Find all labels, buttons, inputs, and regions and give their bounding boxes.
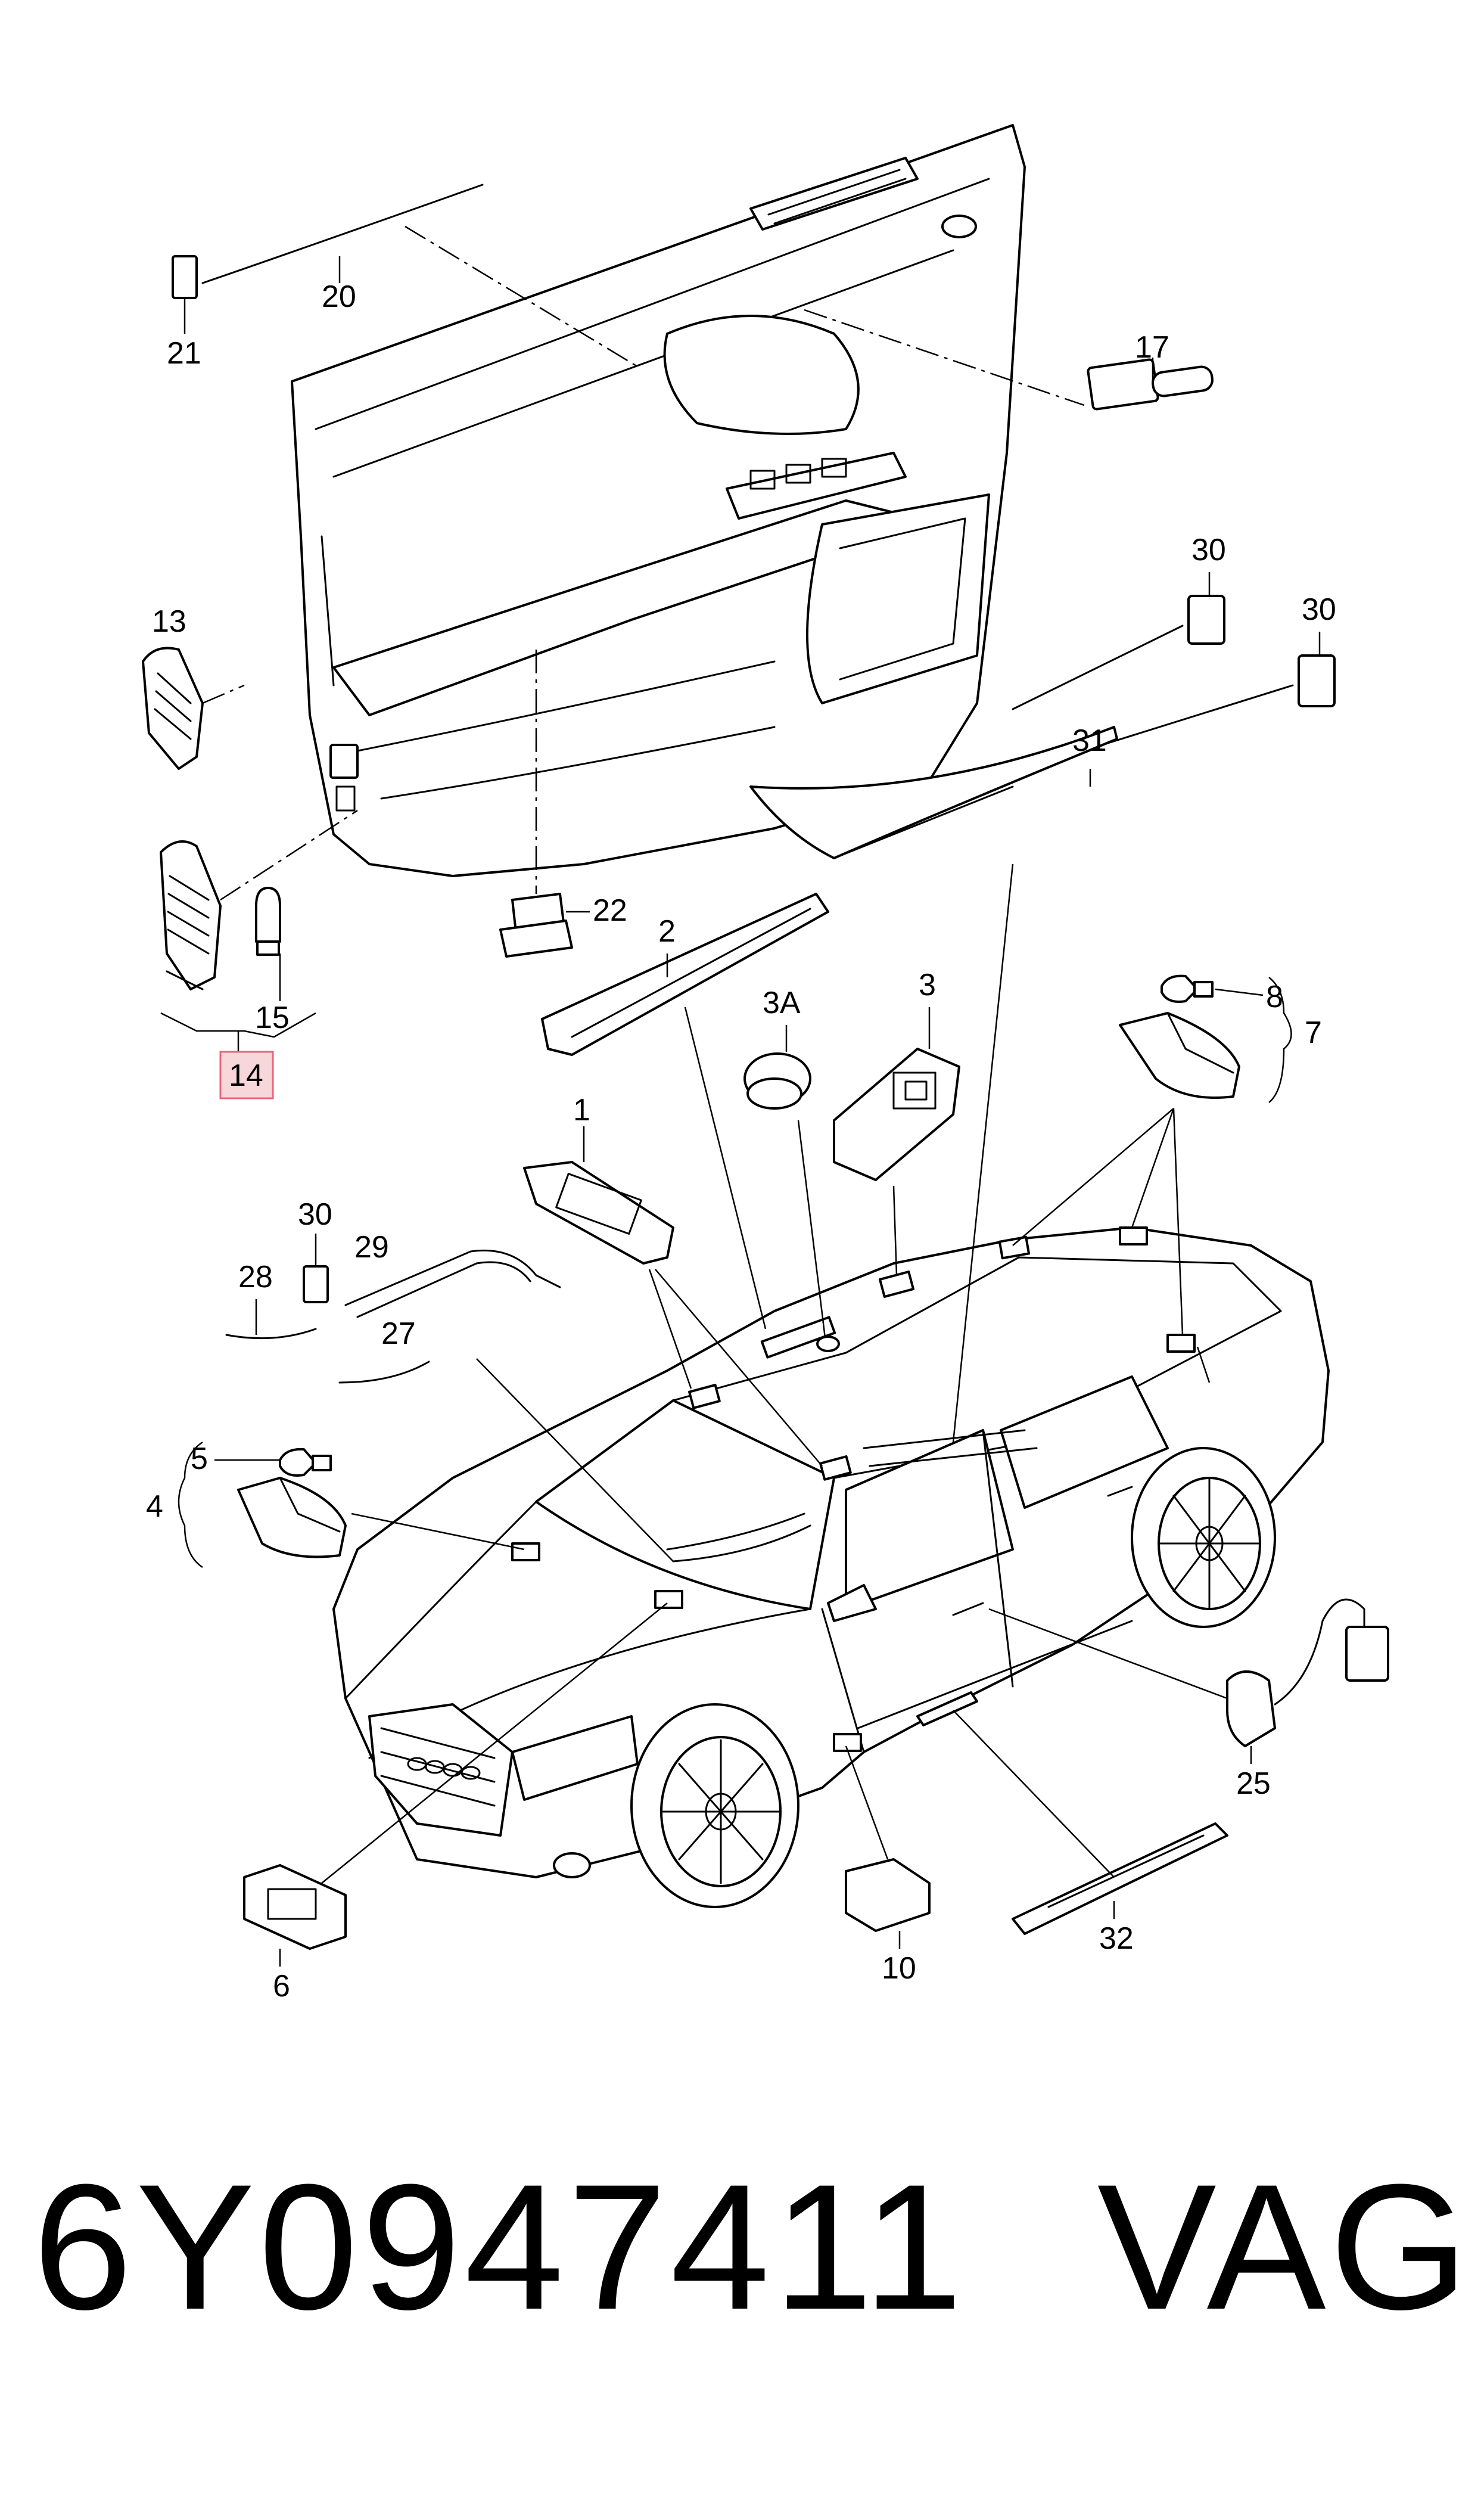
part-info-footer: 6Y0947411 VAG [0,2157,1484,2408]
interior-lamp-1 [523,1161,674,1265]
connector-30-right-lower [1298,654,1336,707]
callout-20: 20 [322,279,356,314]
dome-light-3a [743,1052,811,1110]
callout-21: 21 [167,336,201,371]
connector-10 [845,1858,931,1932]
callout-30-left: 30 [298,1197,332,1232]
sensor-25 [1226,1598,1389,1747]
callout-5: 5 [191,1442,208,1476]
bulb-8 [1161,974,1214,1003]
callout-13: 13 [152,604,186,639]
callout-labels: 20 21 17 13 30 30 31 22 2 15 14 3A 3 8 7… [146,279,1336,2004]
callout-30-lower: 30 [1302,592,1336,627]
bulb-15 [255,887,281,956]
light-strip-2 [541,893,829,1056]
sill-plate-32 [1012,1822,1228,1935]
callout-3: 3 [919,968,936,1002]
part-number: 6Y0947411 [33,2147,966,2347]
parts-diagram: 20 21 17 13 30 30 31 22 2 15 14 3A 3 8 7… [142,124,1389,2004]
strip-27 [338,1361,430,1384]
control-6 [243,1864,347,1950]
bulb-5 [279,1448,332,1477]
callout-22: 22 [593,893,627,928]
headliner-trim-strip [749,726,1118,859]
brand-name: VAG [1097,2147,1472,2347]
callout-17: 17 [1135,330,1169,365]
callout-25: 25 [1236,1766,1271,1801]
callout-32: 32 [1099,1921,1134,1956]
part-14-assembly [160,840,222,990]
lamp-housing-4 [237,1477,347,1558]
strip-29 [344,1249,561,1306]
lamp-housing-7 [1119,1012,1240,1099]
callout-7: 7 [1305,1015,1322,1050]
callout-2: 2 [658,914,676,949]
car-body [332,1226,1330,1908]
callout-3a: 3A [763,986,801,1020]
connector-30-right-upper [1187,595,1225,645]
callout-1: 1 [573,1093,590,1128]
callout-15: 15 [255,1001,290,1035]
highlight-box-14 [219,1051,274,1099]
callout-28: 28 [238,1260,273,1294]
callout-27: 27 [381,1316,416,1351]
callout-30-upper: 30 [1191,533,1226,567]
bulb-17 [1087,358,1214,411]
callout-31: 31 [1072,723,1107,758]
callout-6: 6 [273,1969,290,2004]
callout-29: 29 [354,1230,389,1265]
trim-13 [142,647,204,770]
connector-30-left [303,1265,329,1303]
callout-8: 8 [1266,980,1283,1014]
callout-14: 14 [229,1058,263,1093]
door-trim-panel [291,124,1026,877]
control-unit-3 [833,1048,960,1181]
connector-22 [499,893,573,958]
leader-lines [160,225,1321,1967]
callout-4: 4 [146,1489,163,1524]
callout-10: 10 [882,1951,916,1986]
strip-28 [225,1328,317,1340]
